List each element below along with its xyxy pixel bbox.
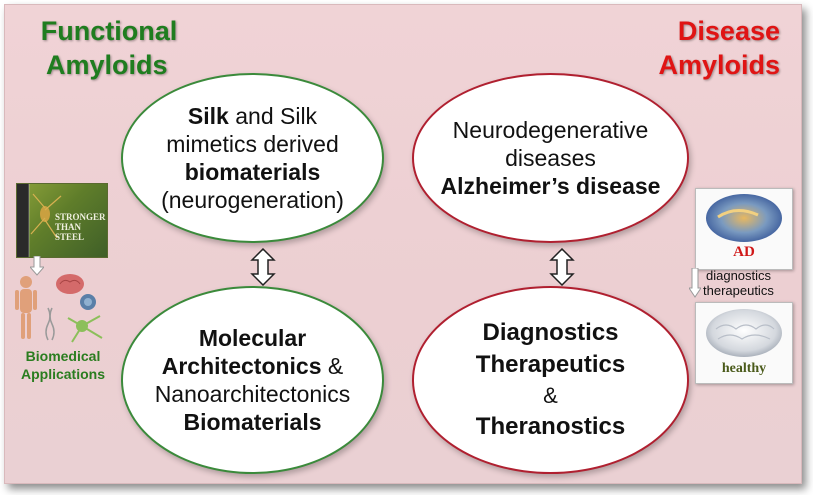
neuron-icon — [68, 316, 102, 342]
ad-label: AD — [696, 244, 792, 261]
double-arrow-icon — [250, 248, 276, 286]
bold-text: Architectonics — [162, 353, 322, 379]
heading-line: Functional — [34, 14, 184, 48]
ellipse-line: Molecular — [199, 324, 306, 352]
double-arrow-icon — [549, 248, 575, 286]
ellipse-line: Architectonics & — [162, 352, 344, 380]
ellipse-line: Silk and Silk — [188, 102, 317, 130]
bold-text: biomaterials — [185, 159, 321, 185]
book-title: STRONGER THAN STEEL — [55, 212, 106, 242]
book-title-line: STEEL — [55, 232, 106, 242]
dna-icon — [46, 308, 54, 340]
bold-text: Molecular — [199, 325, 306, 351]
ellipse-line: (neurogeneration) — [161, 186, 344, 214]
ellipse-line: Theranostics — [476, 411, 625, 443]
ellipse-line: biomaterials — [185, 158, 321, 186]
diagnostics-therapeutics-transition: diagnostics therapeutics — [706, 268, 806, 298]
biomedical-illustrations — [12, 272, 112, 347]
ellipse-line: Diagnostics — [482, 317, 618, 349]
text: & — [322, 353, 344, 379]
label-line: Biomedical — [8, 347, 118, 365]
healthy-brain-image: healthy — [695, 302, 793, 384]
book-cover-image: STRONGER THAN STEEL — [16, 183, 108, 258]
ellipse-line: mimetics derived — [166, 130, 339, 158]
silk-biomaterials-ellipse: Silk and Silk mimetics derived biomateri… — [121, 73, 384, 243]
functional-amyloids-heading: Functional Amyloids — [34, 14, 184, 82]
bold-text: Biomaterials — [183, 409, 321, 435]
heading-line: Amyloids — [640, 48, 780, 82]
ellipse-line: Nanoarchitectonics — [155, 380, 351, 408]
disease-amyloids-heading: Disease Amyloids — [640, 14, 780, 82]
ellipse-line: & — [543, 381, 558, 411]
bold-text: Silk — [188, 103, 229, 129]
ellipse-line: Therapeutics — [476, 349, 625, 381]
ad-brain-image: AD — [695, 188, 793, 270]
ellipse-line: diseases — [505, 144, 596, 172]
down-arrow-icon — [689, 268, 701, 298]
healthy-brain-icon — [696, 303, 792, 361]
book-title-line: STRONGER — [55, 212, 106, 222]
molecular-architectonics-ellipse: Molecular Architectonics & Nanoarchitect… — [121, 286, 384, 474]
heading-line: Disease — [640, 14, 780, 48]
book-title-line: THAN — [55, 222, 106, 232]
human-body-icon — [15, 276, 37, 339]
transition-line: diagnostics — [706, 268, 806, 283]
brain-icon — [56, 274, 84, 294]
transition-line: therapeutics — [703, 283, 806, 298]
neurodegenerative-diseases-ellipse: Neurodegenerative diseases Alzheimer’s d… — [412, 73, 689, 243]
biomedical-applications-label: Biomedical Applications — [8, 347, 118, 383]
bone-icon — [80, 294, 96, 310]
ellipse-line: Neurodegenerative — [453, 116, 649, 144]
ellipse-line: Biomaterials — [183, 408, 321, 436]
text: and Silk — [229, 103, 317, 129]
ad-brain-icon — [696, 189, 792, 245]
diagnostics-therapeutics-ellipse: Diagnostics Therapeutics & Theranostics — [412, 286, 689, 474]
healthy-label: healthy — [696, 361, 792, 377]
label-line: Applications — [8, 365, 118, 383]
ellipse-line: Alzheimer’s disease — [441, 172, 661, 200]
heading-line: Amyloids — [34, 48, 184, 82]
bold-text: Alzheimer’s disease — [441, 173, 661, 199]
